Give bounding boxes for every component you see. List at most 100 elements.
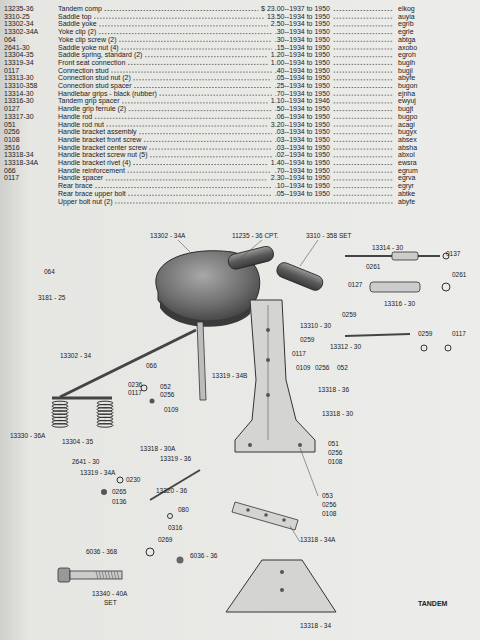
dot-leader <box>128 64 268 65</box>
dot-leader <box>334 172 394 173</box>
code-word: ejnha <box>398 90 415 98</box>
code-word: bugji <box>398 67 413 75</box>
dot-leader <box>150 149 272 150</box>
part-description: Saddle yoke nut (4) <box>58 44 119 52</box>
part-number: 13310-358 <box>4 82 37 90</box>
leader-line <box>178 240 190 252</box>
dot-leader <box>334 149 394 150</box>
callout-number: 053 <box>322 492 333 499</box>
callout-number: 0259 <box>300 336 314 343</box>
thread-line <box>111 571 113 579</box>
dot-leader <box>334 79 394 80</box>
plate-hole <box>280 570 284 574</box>
part-number: 13304-35 <box>4 51 34 59</box>
price-years: 1.00--1934 to 1950 <box>271 59 330 67</box>
callout-number: TANDEM <box>418 600 447 608</box>
callout-number: 051 <box>328 440 339 447</box>
dot-leader <box>334 110 394 111</box>
part-description: Handle rod nut <box>58 121 104 129</box>
code-word: bugjt <box>398 105 413 113</box>
dot-leader <box>334 33 394 34</box>
price-years: .05--1934 to 1950 <box>275 74 330 82</box>
dot-leader <box>99 33 271 34</box>
part-number: 13319-34 <box>4 59 34 67</box>
dot-leader <box>120 41 272 42</box>
callout-number: 13312 - 30 <box>330 343 361 350</box>
price-years: 1.10--1934 to 1946 <box>271 97 330 105</box>
callout-number: 13302 - 34 <box>60 352 91 359</box>
callout-number: 13318 - 34A <box>300 536 335 543</box>
dot-leader <box>94 18 263 19</box>
dot-leader <box>115 203 394 204</box>
thread-line <box>102 571 104 579</box>
stud-nut <box>421 345 427 351</box>
part-description: Connection stud spacer <box>58 82 132 90</box>
callout-number: 0108 <box>322 510 336 517</box>
part-description: Rear brace upper bolt <box>58 190 126 198</box>
price-years: 3.20--1934 to 1950 <box>271 121 330 129</box>
callout-number: 13314 - 30 <box>372 244 403 251</box>
callout-number: 13316 - 30 <box>384 300 415 307</box>
code-word: egrum <box>398 167 418 175</box>
dot-leader <box>107 126 268 127</box>
callout-number: 0256 <box>315 364 329 371</box>
part-description: Saddle top <box>58 13 91 21</box>
callout-number: 13310 - 30 <box>300 322 331 329</box>
price-years: 2.30--1934 to 1950 <box>271 174 330 182</box>
code-word: acagi <box>398 121 415 129</box>
callout-number: 0269 <box>158 536 172 543</box>
dot-leader <box>100 25 268 26</box>
callout-number: 080 <box>178 506 189 513</box>
callout-number: 0137 <box>446 250 460 257</box>
code-word: axobo <box>398 44 417 52</box>
callout-number: 0109 <box>296 364 310 371</box>
callout-number: 064 <box>44 268 55 275</box>
callout-number: 13319 - 34B <box>212 372 247 379</box>
dot-leader <box>96 187 272 188</box>
callout-number: 0136 <box>112 498 126 505</box>
callout-number: 3310 - 358 SET <box>306 232 352 239</box>
part-description: Tandem comp <box>58 5 102 13</box>
leader-line <box>300 240 318 266</box>
saddle-rim <box>160 300 252 327</box>
code-word: egrib <box>398 20 414 28</box>
saddle-yoke <box>60 330 196 397</box>
washer <box>146 548 154 556</box>
bracket-seam <box>268 305 269 440</box>
part-number: 13318-34 <box>4 151 34 159</box>
callout-number: 6036 - 36 <box>190 552 217 559</box>
dot-leader <box>129 195 272 196</box>
dot-leader <box>334 87 394 88</box>
part-number: 2641-30 <box>4 44 30 52</box>
callout-number: 0256 <box>328 449 342 456</box>
bolt-head <box>58 568 70 582</box>
part-number: 13235-36 <box>4 5 34 13</box>
price-years: .40--1934 to 1950 <box>275 67 330 75</box>
price-years: .50--1934 to 1950 <box>275 105 330 113</box>
bracket-rivet <box>266 328 270 332</box>
part-description: Handle bracket center screw <box>58 144 147 152</box>
price-years: .02--1934 to 1950 <box>275 151 330 159</box>
callout-number: 0109 <box>164 406 178 413</box>
dot-leader <box>135 87 272 88</box>
tandem-grip-spacer <box>370 282 420 292</box>
callout-number: 13319 - 36 <box>160 455 191 462</box>
dot-leader <box>334 102 394 103</box>
part-description: Front seat connection <box>58 59 125 67</box>
callout-number: 0117 <box>292 350 306 357</box>
dot-leader <box>112 72 272 73</box>
dot-leader <box>106 179 268 180</box>
dot-leader <box>334 118 394 119</box>
part-description: Handle grip ferrule (2) <box>58 105 126 113</box>
washer <box>168 514 173 519</box>
dot-leader <box>334 25 394 26</box>
part-number: 13302-34A <box>4 28 38 36</box>
code-word: egryr <box>398 182 414 190</box>
connection-stud <box>345 334 410 336</box>
dot-leader <box>334 141 394 142</box>
code-word: abxol <box>398 151 415 159</box>
part-number: 0127 <box>4 105 20 113</box>
callout-number: 0117 <box>452 330 466 337</box>
code-word: bugyx <box>398 128 417 136</box>
